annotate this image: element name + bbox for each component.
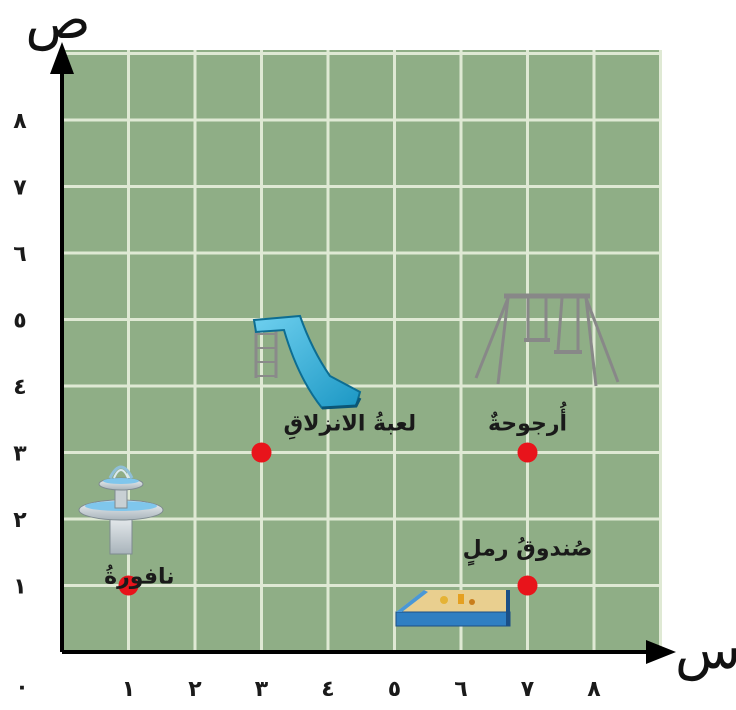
x-tick-label: ٦: [454, 677, 467, 702]
point-marker: [118, 575, 139, 596]
y-tick-label: ٧: [13, 176, 27, 201]
y-tick-label: ٦: [13, 242, 26, 267]
x-tick-label: ٣: [255, 677, 269, 702]
y-axis-label: ص: [25, 0, 90, 52]
axes: [60, 72, 650, 654]
x-tick-labels: ١ ٢ ٣ ٤ ٥ ٦ ٧ ٨: [122, 677, 602, 702]
x-tick-label: ١: [122, 677, 135, 702]
y-tick-labels: ١ ٢ ٣ ٤ ٥ ٦ ٧ ٨: [13, 109, 27, 600]
y-tick-label: ١: [13, 575, 26, 600]
y-tick-label: ٢: [13, 508, 27, 533]
x-tick-label: ٤: [321, 677, 334, 702]
x-tick-label: ٥: [388, 677, 401, 702]
point-label: لعبةُ الانزلاقِ: [284, 411, 417, 440]
y-tick-label: ٣: [13, 442, 27, 467]
x-tick-label: ٨: [587, 677, 601, 702]
point-label: صُندوقُ رملٍ: [463, 537, 593, 567]
y-tick-label: ٥: [13, 309, 26, 334]
point-marker: [517, 575, 538, 596]
y-tick-label: ٤: [13, 375, 26, 400]
swing-icon: [474, 293, 620, 387]
sandbox-icon: [395, 590, 511, 627]
x-tick-label: ٢: [188, 677, 202, 702]
x-tick-label: ٧: [521, 677, 535, 702]
point-label: نافورةُ: [104, 564, 174, 590]
x-axis-label: س: [675, 618, 736, 682]
origin-label: ٠: [15, 675, 28, 700]
y-axis-arrow: [50, 42, 74, 74]
point-marker: [517, 442, 538, 463]
y-tick-label: ٨: [13, 109, 27, 134]
points-layer: نافورةُلعبةُ الانزلاقِأُرجوحةٌصُندوقُ رم…: [104, 401, 592, 596]
grid-lines: [62, 50, 662, 652]
point-marker: [251, 442, 272, 463]
slide-icon: [252, 314, 362, 410]
fountain-icon: [78, 465, 164, 555]
x-axis-arrow: [646, 640, 676, 664]
